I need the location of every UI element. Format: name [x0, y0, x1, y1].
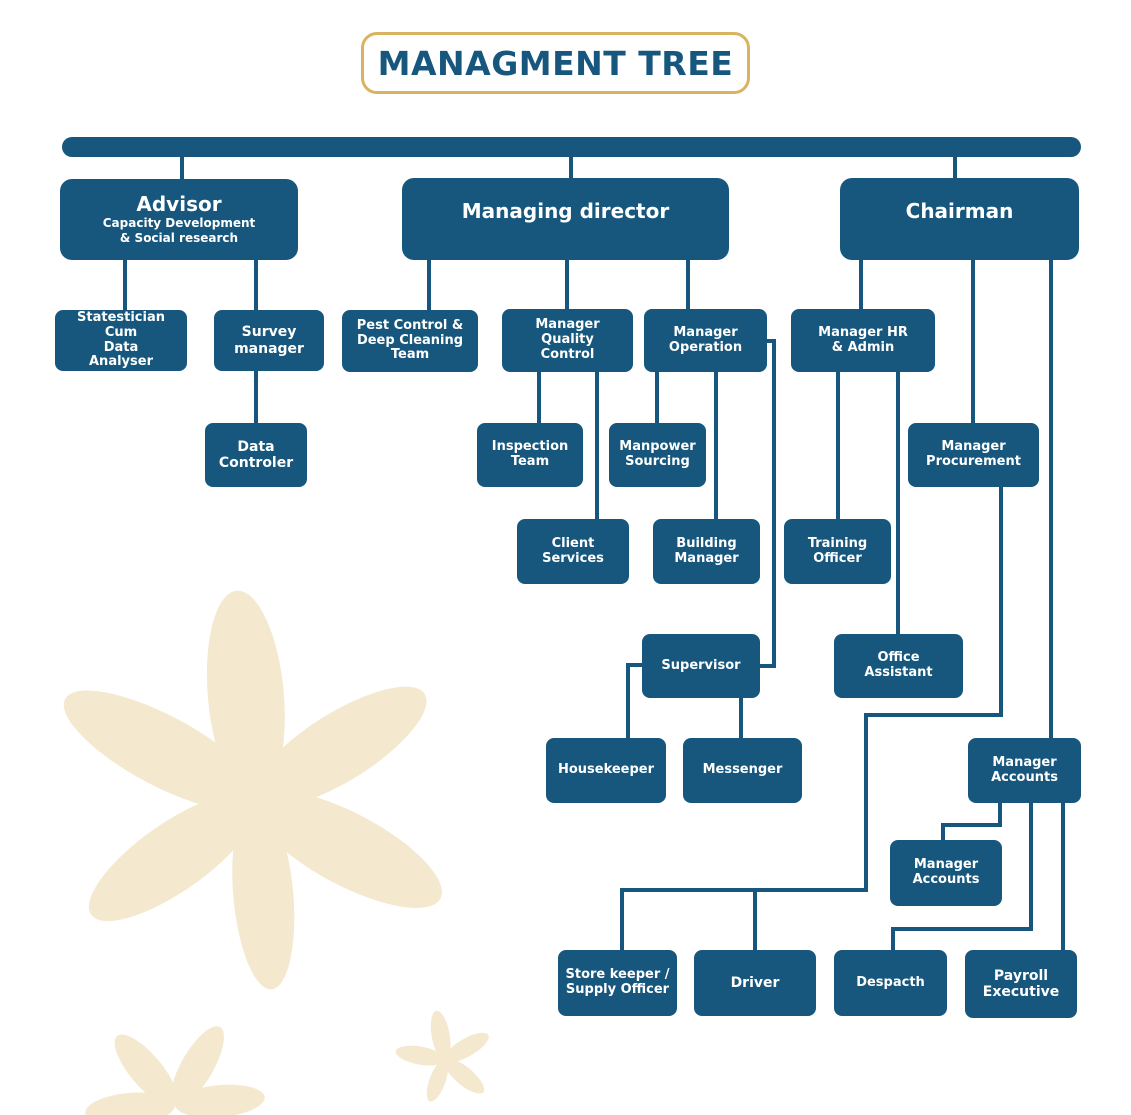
node-manager-accounts[interactable]: Manager Accounts [968, 738, 1081, 803]
node-data-controller[interactable]: Data Controler [205, 423, 307, 487]
node-statistician[interactable]: Statestician Cum Data Analyser [55, 310, 187, 371]
node-driver[interactable]: Driver [694, 950, 816, 1016]
node-messenger[interactable]: Messenger [683, 738, 802, 803]
node-advisor[interactable]: Advisor Capacity Development & Social re… [60, 179, 298, 260]
node-client-services[interactable]: Client Services [517, 519, 629, 584]
node-manager-quality-control[interactable]: Manager Quality Control [502, 309, 633, 372]
node-manager-operation[interactable]: Manager Operation [644, 309, 767, 372]
node-training-officer[interactable]: Training Officer [784, 519, 891, 584]
node-survey-manager[interactable]: Survey manager [214, 310, 324, 371]
node-store-keeper[interactable]: Store keeper / Supply Officer [558, 950, 677, 1016]
page-title: MANAGMENT TREE [361, 32, 750, 94]
node-managing-director[interactable]: Managing director [402, 178, 729, 260]
node-pest-control[interactable]: Pest Control & Deep Cleaning Team [342, 310, 478, 372]
node-manager-hr-admin[interactable]: Manager HR & Admin [791, 309, 935, 372]
node-manpower-sourcing[interactable]: Manpower Sourcing [609, 423, 706, 487]
node-inspection-team[interactable]: Inspection Team [477, 423, 583, 487]
node-manager-accounts-sub[interactable]: Manager Accounts [890, 840, 1002, 906]
node-manager-procurement[interactable]: Manager Procurement [908, 423, 1039, 487]
node-payroll-executive[interactable]: Payroll Executive [965, 950, 1077, 1018]
node-supervisor[interactable]: Supervisor [642, 634, 760, 698]
node-despatch[interactable]: Despacth [834, 950, 947, 1016]
advisor-title: Advisor [136, 192, 222, 216]
top-connector-bar [62, 137, 1081, 157]
node-chairman[interactable]: Chairman [840, 178, 1079, 260]
node-housekeeper[interactable]: Housekeeper [546, 738, 666, 803]
advisor-subtitle: Capacity Development & Social research [102, 216, 256, 245]
node-office-assistant[interactable]: Office Assistant [834, 634, 963, 698]
node-building-manager[interactable]: Building Manager [653, 519, 760, 584]
